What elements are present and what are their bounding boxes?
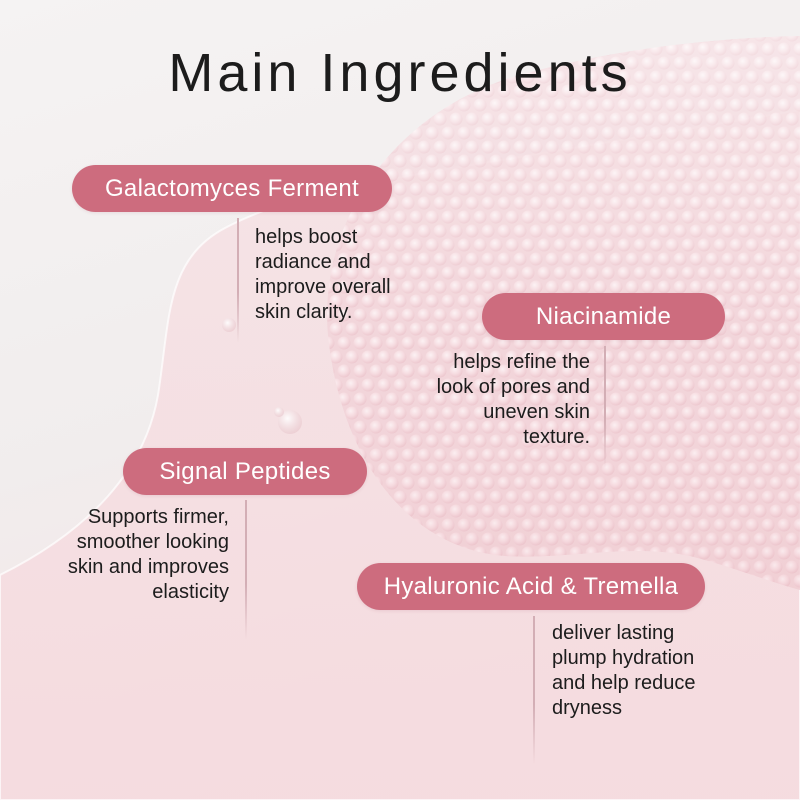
gel-bubble — [278, 410, 302, 434]
ingredient-pill-niacinamide: Niacinamide — [482, 293, 725, 340]
description-line: Supports firmer, — [87, 506, 229, 528]
description-line: elasticity — [152, 581, 229, 603]
ingredient-pill-signal-peptides: Signal Peptides — [123, 448, 367, 495]
connector-line — [245, 500, 247, 640]
ingredient-description: helps refine the look of pores and uneve… — [437, 350, 590, 450]
description-line: improve overall — [255, 276, 391, 298]
description-line: look of pores and — [436, 376, 590, 398]
description-line: deliver lasting — [552, 622, 675, 644]
description-line: texture. — [523, 426, 590, 448]
ingredient-pill-galactomyces-ferment: Galactomyces Ferment — [72, 165, 392, 212]
connector-line — [533, 616, 535, 764]
description-line: smoother looking — [76, 531, 229, 553]
description-line: radiance and — [255, 251, 371, 273]
ingredient-pill-hyaluronic-acid-tremella: Hyaluronic Acid & Tremella — [357, 563, 705, 610]
ingredient-description: deliver lasting plump hydration and help… — [552, 621, 695, 721]
description-line: and help reduce — [552, 672, 696, 694]
description-line: plump hydration — [552, 647, 695, 669]
description-line: dryness — [552, 697, 623, 719]
page-title: Main Ingredients — [168, 43, 632, 103]
description-line: helps boost — [255, 226, 358, 248]
description-line: uneven skin — [483, 401, 590, 423]
description-line: skin clarity. — [255, 301, 353, 323]
ingredient-description: Supports firmer, smoother looking skin a… — [68, 505, 229, 605]
connector-line — [237, 218, 239, 343]
ingredient-description: helps boost radiance and improve overall… — [255, 225, 391, 325]
gel-bubble — [222, 318, 236, 332]
gel-bubble — [274, 407, 284, 417]
connector-line — [604, 346, 606, 468]
description-line: skin and improves — [67, 556, 229, 578]
description-line: helps refine the — [453, 351, 590, 373]
